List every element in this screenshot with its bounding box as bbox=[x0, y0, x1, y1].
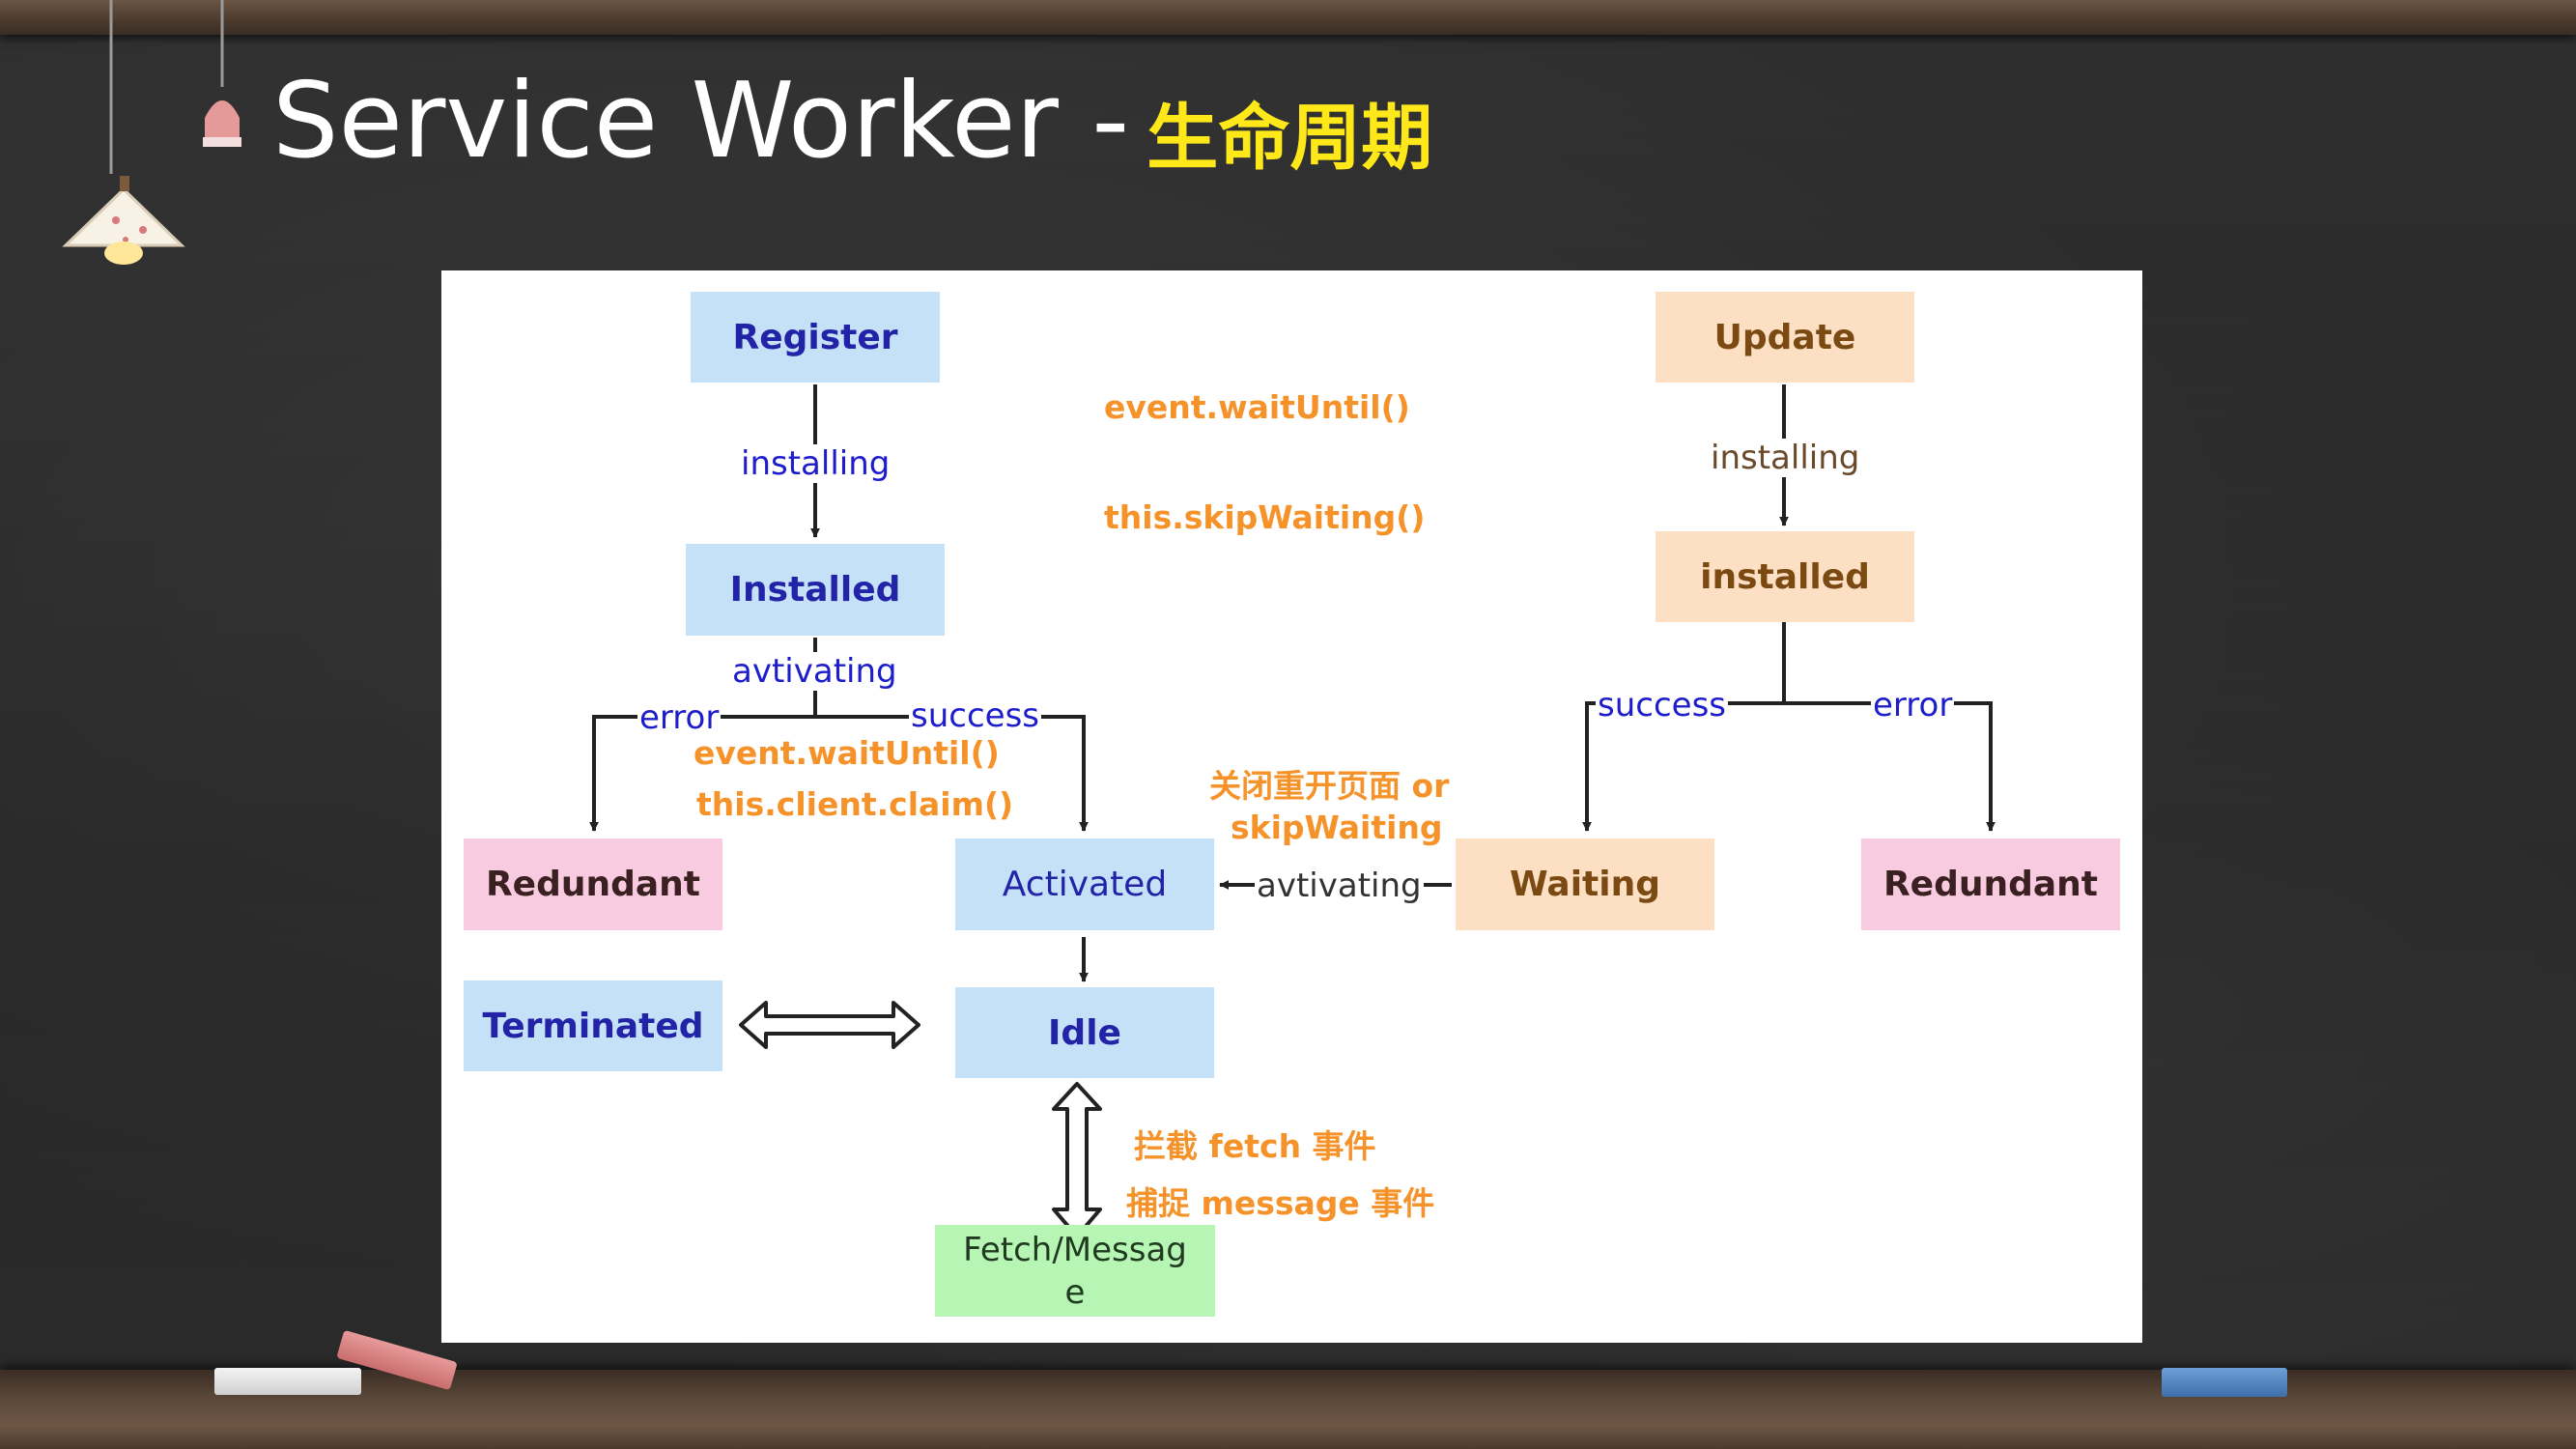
redundant-right-node: Redundant bbox=[1861, 838, 2120, 930]
note-skip-waiting: this.skipWaiting() bbox=[1104, 498, 1426, 536]
edge-label-error-right: error bbox=[1871, 686, 1955, 724]
edge-label-avtivating-right: avtivating bbox=[1255, 867, 1424, 905]
idle-node: Idle bbox=[955, 987, 1214, 1078]
edge-label-installing-left: installing bbox=[739, 444, 892, 483]
fetch-message-node: Fetch/Messag e bbox=[935, 1225, 1215, 1317]
installed-left-node: Installed bbox=[686, 544, 945, 636]
terminated-node: Terminated bbox=[464, 980, 722, 1071]
double-arrow-vertical-icon bbox=[1052, 1082, 1102, 1238]
edge-label-success-right: success bbox=[1596, 686, 1728, 724]
edge-label-avtivating-left: avtivating bbox=[730, 652, 899, 691]
edge-label-success-left: success bbox=[909, 696, 1041, 735]
double-arrow-horizontal-icon bbox=[739, 1001, 920, 1049]
board-frame-top bbox=[0, 0, 2576, 35]
note-capture-message: 捕捉 message 事件 bbox=[1126, 1184, 1435, 1222]
redundant-left-node: Redundant bbox=[464, 838, 722, 930]
blue-eraser bbox=[2162, 1368, 2287, 1397]
white-chalk bbox=[214, 1368, 361, 1395]
note-intercept-fetch: 拦截 fetch 事件 bbox=[1134, 1127, 1376, 1165]
title-main: Service Worker - bbox=[272, 61, 1130, 182]
title-chinese: 生命周期 bbox=[1146, 97, 1433, 180]
note-wait-until-top: event.waitUntil() bbox=[1104, 388, 1410, 426]
edge-label-error-left: error bbox=[637, 698, 722, 737]
note-wait-until-mid: event.waitUntil() bbox=[694, 734, 1000, 772]
note-skip-waiting-short: skipWaiting bbox=[1231, 809, 1443, 846]
update-node: Update bbox=[1656, 292, 1914, 383]
lamp-icon bbox=[62, 0, 241, 265]
lifecycle-diagram-panel: Register Installed Redundant Activated T… bbox=[441, 270, 2142, 1343]
activated-node: Activated bbox=[955, 838, 1214, 930]
note-close-reopen: 关闭重开页面 or bbox=[1209, 767, 1450, 805]
edge-label-installing-right: installing bbox=[1709, 439, 1862, 477]
note-client-claim: this.client.claim() bbox=[696, 785, 1014, 823]
installed-right-node: installed bbox=[1656, 531, 1914, 622]
slide-title: Service Worker -生命周期 bbox=[272, 54, 1432, 189]
register-node: Register bbox=[691, 292, 940, 383]
waiting-node: Waiting bbox=[1456, 838, 1714, 930]
